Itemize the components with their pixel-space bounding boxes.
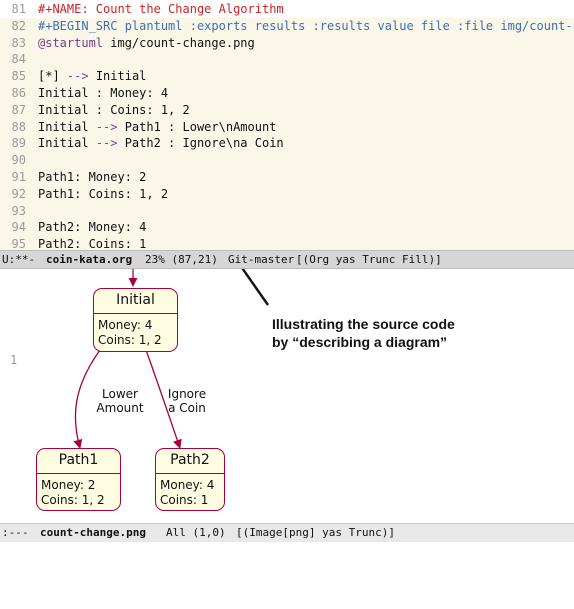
editor-line[interactable]: 92 Path1: Coins: 1, 2 [0,185,574,203]
editor-line[interactable]: 85 [*] --> Initial [0,68,574,86]
line-number: 94 [11,220,26,235]
edge-label-ignore: Ignore a Coin [167,387,207,415]
buffer-name[interactable]: coin-kata.org [46,253,133,266]
code-token: img/count-change.png [103,35,255,50]
code-token: Path1: Money: 2 [38,170,147,184]
cursor-position: 23% (87,21) [145,253,218,266]
annotation-line: Illustrating the source code [272,316,455,332]
code-text: Path1: Money: 2 [38,169,146,186]
line-number: 84 [11,52,26,67]
code-text: [*] --> Initial [38,68,146,85]
state-attr: Coins: 1, 2 [98,333,162,347]
code-token: @startuml [38,35,104,50]
code-token: --> [95,119,118,134]
editor-line[interactable]: 90 [0,152,574,170]
code-token: Initial [38,119,96,134]
code-token: #+BEGIN_SRC plantuml :exports results :r… [38,18,574,33]
cursor-position: All (1,0) [166,526,226,539]
editor-line[interactable]: 95 Path2: Coins: 1 [0,236,574,250]
code-token: Initial [38,136,96,151]
line-number: 82 [11,18,26,33]
state-attr: Money: 4 [98,318,153,332]
editor-line[interactable]: 82 #+BEGIN_SRC plantuml :exports results … [0,17,574,35]
image-pane[interactable]: 1 Initial Money: 4 Coins: 1, 2 Path1 Mon… [0,269,574,523]
major-mode[interactable]: [(Org yas Trunc Fill)] [296,253,442,266]
state-divider [156,473,224,474]
code-text: Initial : Coins: 1, 2 [38,102,190,119]
edge-ignore [145,349,182,449]
code-token: Path1 : Lower\nAmount [117,119,277,134]
line-number: 87 [11,102,26,117]
code-text: #+BEGIN_SRC plantuml :exports results :r… [38,18,574,35]
code-text: #+NAME: Count the Change Algorithm [38,1,284,18]
line-number: 93 [11,203,26,218]
mode-line-top: U:**- coin-kata.org 23% (87,21) Git-mast… [0,250,574,269]
annotation-callout: Illustrating the source code by “describ… [272,315,492,351]
editor-line[interactable]: 88 Initial --> Path1 : Lower\nAmount [0,118,574,136]
state-path2: Path2 Money: 4 Coins: 1 [155,448,225,511]
editor-line[interactable]: 91 Path1: Money: 2 [0,169,574,186]
code-token: Initial : Money: 4 [38,86,169,100]
diagram-edges [73,269,269,449]
code-token: Path2: Money: 4 [38,220,147,235]
buffer-status: :--- [2,526,29,539]
code-text: Path2: Coins: 1 [38,236,146,250]
annotation-line: by “describing a diagram” [272,334,448,350]
code-token: #+NAME: Count the Change Algorithm [38,2,284,16]
code-token: Path2 : Ignore\na Coin [117,136,284,151]
code-text: @startuml img/count-change.png [38,35,255,52]
line-number: 86 [11,86,26,100]
line-number: 1 [10,353,18,367]
code-token: --> [95,136,118,151]
editor-line[interactable]: 81 #+NAME: Count the Change Algorithm [0,1,574,18]
code-token: Path2: Coins: 1 [38,237,147,250]
line-number: 81 [11,2,26,16]
state-attr: Money: 4 [160,478,215,492]
code-text: Initial : Money: 4 [38,85,168,102]
code-text: Path1: Coins: 1, 2 [38,186,168,203]
buffer-status: U:**- [2,253,36,266]
code-text: Initial --> Path1 : Lower\nAmount [38,119,276,136]
editor-line[interactable]: 84 [0,51,574,69]
editor-line[interactable]: 93 [0,202,574,220]
line-number: 88 [11,119,26,134]
state-attr: Money: 2 [41,478,96,492]
code-text: Path2: Money: 4 [38,219,146,236]
code-text: Initial --> Path2 : Ignore\na Coin [38,135,284,152]
code-token: Path1: Coins: 1, 2 [38,186,169,201]
line-number: 83 [11,35,26,50]
line-number: 95 [11,237,26,250]
code-token: Initial : Coins: 1, 2 [38,102,190,117]
state-path1: Path1 Money: 2 Coins: 1, 2 [36,448,121,511]
editor-line[interactable]: 94 Path2: Money: 4 [0,219,574,237]
line-number: 85 [11,69,26,84]
editor-pane[interactable]: 81 #+NAME: Count the Change Algorithm 82 #+… [0,0,574,250]
editor-line[interactable]: 89 Initial --> Path2 : Ignore\na Coin [0,135,574,153]
major-mode[interactable]: [(Image[png] yas Trunc)] [236,526,395,539]
code-token: --> [66,69,89,84]
vc-branch[interactable]: Git-master [228,253,295,266]
line-number: 91 [11,170,26,184]
state-initial: Initial Money: 4 Coins: 1, 2 [93,288,178,352]
editor-line[interactable]: 86 Initial : Money: 4 [0,85,574,102]
annotation-arrow [241,269,269,306]
editor-line[interactable]: 83 @startuml img/count-change.png [0,34,574,52]
edge-lower [73,349,101,449]
line-number: 92 [11,186,26,201]
state-title: Initial [116,292,155,308]
state-title: Path1 [58,452,99,468]
edge-label-lower: Lower Amount [96,387,144,415]
line-number: 89 [11,136,26,151]
code-token: [*] [38,69,67,84]
code-token: Initial [88,69,147,84]
buffer-name[interactable]: count-change.png [40,526,146,539]
state-divider [37,473,120,474]
state-attr: Coins: 1 [160,493,209,507]
line-number: 90 [11,153,26,168]
editor-line[interactable]: 87 Initial : Coins: 1, 2 [0,101,574,119]
state-divider [94,313,177,314]
state-attr: Coins: 1, 2 [41,493,105,507]
state-title: Path2 [170,452,210,468]
mode-line-bottom: :--- count-change.png All (1,0) [(Image[… [0,523,574,542]
